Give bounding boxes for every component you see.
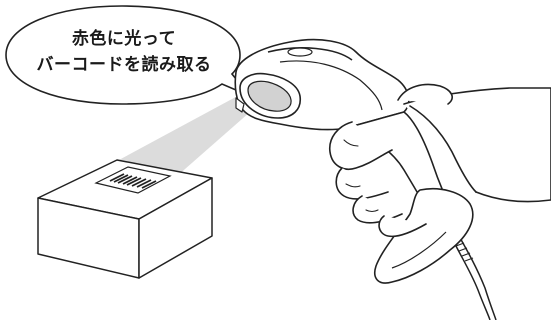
box-side	[138, 177, 213, 279]
middle-finger	[335, 167, 389, 200]
index-finger	[328, 121, 393, 170]
speech-bubble	[5, 5, 251, 105]
scanner-cable	[451, 235, 497, 320]
callout-text-line-1: 赤色に光って	[71, 29, 177, 49]
callout-text-line-2: バーコードを読み取る	[36, 55, 212, 75]
hand	[328, 83, 551, 238]
thumb	[397, 83, 453, 105]
little-finger	[378, 215, 427, 238]
barcode-label	[94, 166, 172, 194]
scanner-stand	[374, 188, 474, 284]
barcode-scanner	[234, 38, 474, 284]
